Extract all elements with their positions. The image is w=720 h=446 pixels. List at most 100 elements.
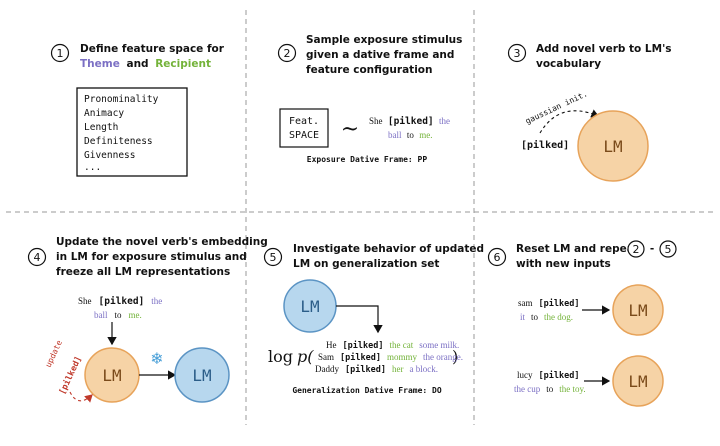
recipient-word: me. bbox=[419, 130, 432, 140]
step-title-6-line1: Reset LM and repeat bbox=[516, 243, 639, 255]
feature-list-box bbox=[76, 87, 188, 177]
theme-word: some milk. bbox=[419, 340, 459, 350]
repeat-example-2-line2: the cup to the toy. bbox=[514, 379, 586, 396]
step-badge-1 bbox=[50, 43, 70, 63]
theme-word: ball bbox=[388, 130, 402, 140]
p-symbol: p( bbox=[297, 347, 314, 366]
recipient-word: the cat bbox=[389, 340, 413, 350]
word-to: to bbox=[115, 310, 123, 320]
word-to: to bbox=[546, 384, 554, 394]
exposure-sentence-line1: She [pilked] the bbox=[369, 116, 450, 127]
feature-item: Length bbox=[84, 122, 118, 133]
step-title-1-line2: Theme and Recipient bbox=[80, 58, 211, 70]
novel-verb: [pilked] bbox=[345, 364, 386, 375]
feature-space-line2: SPACE bbox=[289, 130, 319, 141]
lm-circle-orange bbox=[612, 284, 664, 336]
novel-verb-token: [pilked] bbox=[521, 139, 569, 151]
theme-word: the bbox=[439, 116, 450, 126]
recipient-word: Recipient bbox=[155, 58, 211, 70]
step-badge-2 bbox=[277, 43, 297, 63]
theme-word: the cup bbox=[514, 384, 541, 394]
step-title-1-line1: Define feature space for bbox=[80, 43, 225, 55]
word-to: to bbox=[531, 312, 539, 322]
generalization-row: Sam [pilked] mommy the orange. bbox=[318, 347, 463, 364]
panel-step-2: 2 Sample exposure stimulus given a dativ… bbox=[277, 34, 462, 164]
step-number-6: 6 bbox=[494, 251, 501, 264]
repeat-example-2-line1: lucy [pilked] bbox=[517, 365, 579, 382]
step-badge-5 bbox=[263, 247, 283, 267]
novel-verb: [pilked] bbox=[388, 116, 434, 127]
exposure-sentence-line1: She [pilked] the bbox=[78, 291, 162, 308]
lm-to-probability-arrow bbox=[336, 305, 383, 334]
generalization-row: Daddy [pilked] her a block. bbox=[315, 359, 438, 376]
subject-word: Sam bbox=[318, 352, 334, 362]
step-badge-6 bbox=[487, 247, 507, 267]
step-ref-dash: - bbox=[650, 243, 654, 255]
exposure-sentence-line2: ball to me. bbox=[94, 305, 142, 322]
feature-item: ... bbox=[84, 162, 101, 173]
step-title-5-line1: Investigate behavior of updated bbox=[293, 243, 484, 255]
update-label: update bbox=[44, 339, 64, 369]
step-title-4-line3: freeze all LM representations bbox=[56, 266, 230, 278]
theme-word: a block. bbox=[409, 364, 438, 374]
step-title-2-line3: feature configuration bbox=[306, 64, 432, 76]
generalization-frame-label: Generalization Dative Frame: DO bbox=[292, 385, 441, 395]
panel-step-1: 1 Define feature space for Theme and Rec… bbox=[50, 43, 225, 177]
snowflake-icon: ❄ bbox=[150, 349, 163, 368]
repeat-example-1-line1: sam [pilked] bbox=[518, 293, 579, 310]
recipient-word: her bbox=[392, 364, 404, 374]
exposure-frame-label: Exposure Dative Frame: PP bbox=[307, 154, 428, 164]
lm-label: LM bbox=[102, 366, 121, 385]
step-badge-4 bbox=[27, 247, 47, 267]
theme-word: the bbox=[151, 296, 162, 306]
subject-word: He bbox=[326, 340, 337, 350]
feature-item: Givenness bbox=[84, 150, 135, 161]
feature-list: Pronominality Animacy Length Definitenes… bbox=[84, 94, 159, 173]
step-number-1: 1 bbox=[57, 47, 64, 60]
step-number-2: 2 bbox=[284, 47, 291, 60]
repeat-example-1-line2: it to the dog. bbox=[520, 307, 573, 324]
feature-item: Definiteness bbox=[84, 136, 153, 147]
recipient-word: mommy bbox=[387, 352, 418, 362]
step-title-3-line2: vocabulary bbox=[536, 58, 601, 70]
step-ref-2: 2 bbox=[633, 243, 640, 256]
novel-verb: [pilked] bbox=[99, 296, 145, 307]
feature-item: Pronominality bbox=[84, 94, 159, 105]
lm-label: LM bbox=[628, 301, 647, 320]
panel-step-4: 4 Update the novel verb's embedding in L… bbox=[27, 236, 268, 403]
exposure-sentence-line2: ball to me. bbox=[388, 130, 433, 141]
theme-word: ball bbox=[94, 310, 108, 320]
novel-verb: [pilked] bbox=[340, 352, 381, 363]
lm-label: LM bbox=[300, 297, 319, 316]
step-number-4: 4 bbox=[34, 251, 41, 264]
generalization-row: He [pilked] the cat some milk. bbox=[326, 335, 459, 352]
theme-word: the orange. bbox=[423, 352, 463, 362]
step-title-2-line1: Sample exposure stimulus bbox=[306, 34, 462, 46]
step-ref-5: 5 bbox=[665, 243, 672, 256]
novel-verb: [pilked] bbox=[539, 298, 580, 309]
and-word: and bbox=[126, 58, 148, 70]
panel-step-5: 5 Investigate behavior of updated LM on … bbox=[263, 243, 484, 395]
grid-dividers bbox=[6, 10, 714, 425]
lm-circle-blue bbox=[174, 347, 230, 403]
recipient-word: me. bbox=[129, 310, 142, 320]
step-ref-badge-2 bbox=[627, 240, 645, 258]
lm-circle-orange bbox=[612, 355, 664, 407]
novel-verb: [pilked] bbox=[539, 370, 580, 381]
subject-word: Daddy bbox=[315, 364, 339, 374]
update-arrow bbox=[69, 391, 93, 403]
feature-item: Animacy bbox=[84, 108, 124, 119]
lm-label: LM bbox=[192, 366, 211, 385]
theme-word: it bbox=[520, 312, 526, 322]
step-title-4-line2: in LM for exposure stimulus and bbox=[56, 251, 247, 263]
word-she: She bbox=[369, 116, 383, 126]
step-title-4-line1: Update the novel verb's embedding bbox=[56, 236, 268, 248]
step-badge-3 bbox=[507, 43, 527, 63]
recipient-word: the toy. bbox=[559, 384, 585, 394]
gaussian-init-label: gaussian init. bbox=[524, 89, 589, 126]
sampling-tilde: ~ bbox=[341, 117, 359, 142]
step-title-3-line1: Add novel verb to LM's bbox=[536, 43, 672, 55]
feature-space-box bbox=[279, 108, 329, 148]
